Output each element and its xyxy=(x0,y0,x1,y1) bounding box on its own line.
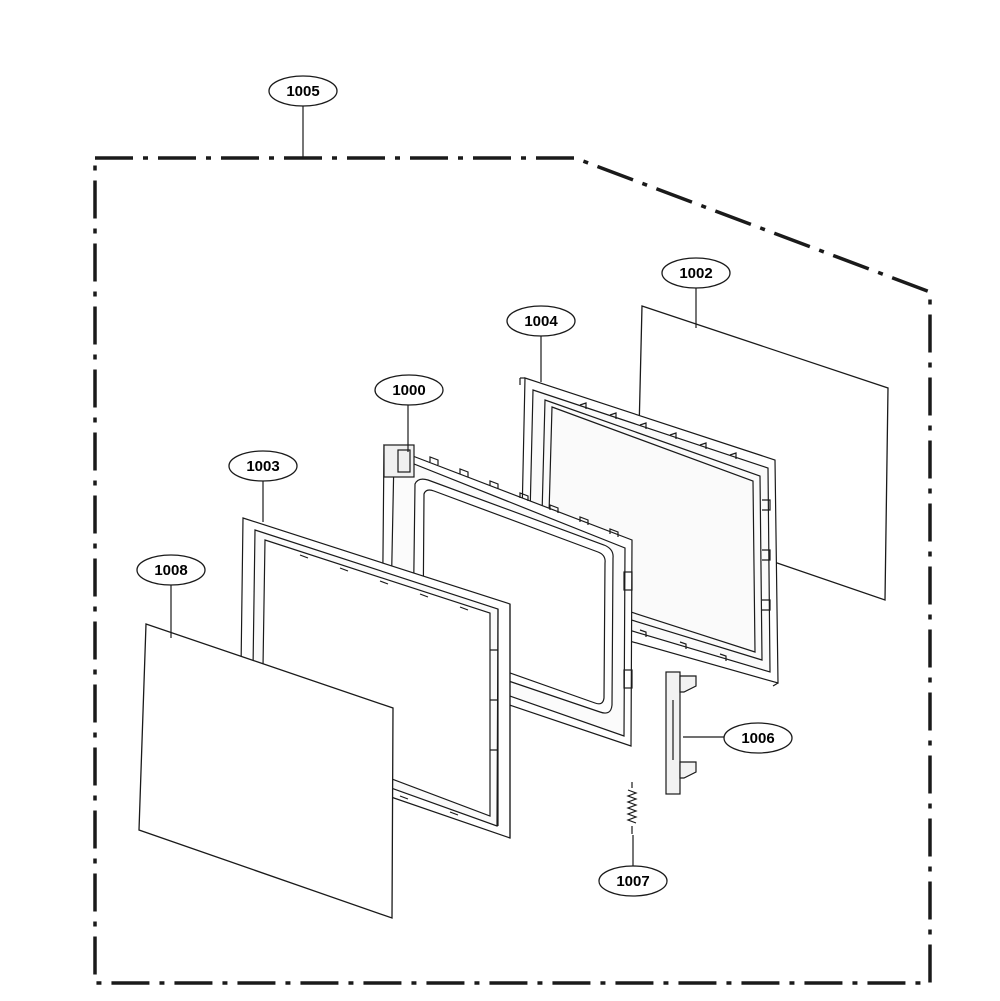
callout-label-1003: 1003 xyxy=(246,458,279,475)
callout-1002: 1002 xyxy=(661,257,731,289)
callout-label-1000: 1000 xyxy=(392,382,425,399)
callout-1004: 1004 xyxy=(506,305,576,337)
callout-1008: 1008 xyxy=(136,554,206,586)
spring-part xyxy=(626,782,638,834)
callout-label-1007: 1007 xyxy=(616,873,649,890)
callout-1000: 1000 xyxy=(374,374,444,406)
callout-label-1002: 1002 xyxy=(679,265,712,282)
callout-1006: 1006 xyxy=(723,722,793,754)
front-glass-panel xyxy=(138,623,394,919)
callout-label-1006: 1006 xyxy=(741,730,774,747)
assembly-boundary xyxy=(93,156,932,985)
latch-hook-part xyxy=(665,671,697,795)
callout-1005: 1005 xyxy=(268,75,338,107)
callout-label-1008: 1008 xyxy=(154,562,187,579)
callout-1003: 1003 xyxy=(228,450,298,482)
callout-label-1005: 1005 xyxy=(286,83,319,100)
leader-lines xyxy=(170,106,724,866)
callout-label-1004: 1004 xyxy=(524,313,558,330)
callout-1007: 1007 xyxy=(598,865,668,897)
